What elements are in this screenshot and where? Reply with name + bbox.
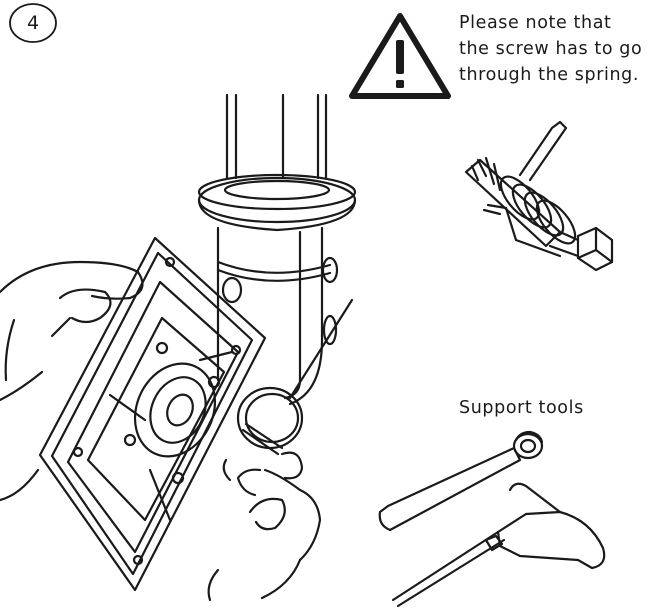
note-line-3: through the spring.: [459, 65, 640, 85]
screw-spring-illustration: [464, 120, 614, 272]
left-hand-illustration: [0, 260, 144, 502]
support-tools-illustration: [378, 430, 606, 608]
note-line-2: the screw has to go: [459, 39, 643, 59]
step-badge: 4: [8, 2, 58, 44]
note-line-1: Please note that: [459, 13, 612, 33]
warning-triangle-icon: [349, 13, 451, 99]
support-tools-label: Support tools: [459, 398, 584, 418]
mounting-plate-illustration: [38, 236, 267, 592]
warning-note: Please note that the screw has to go thr…: [459, 10, 667, 88]
step-circle-icon: [9, 3, 57, 43]
pole-illustration: [197, 93, 357, 456]
right-hand-illustration: [207, 451, 322, 602]
step-number: 4: [26, 12, 40, 34]
